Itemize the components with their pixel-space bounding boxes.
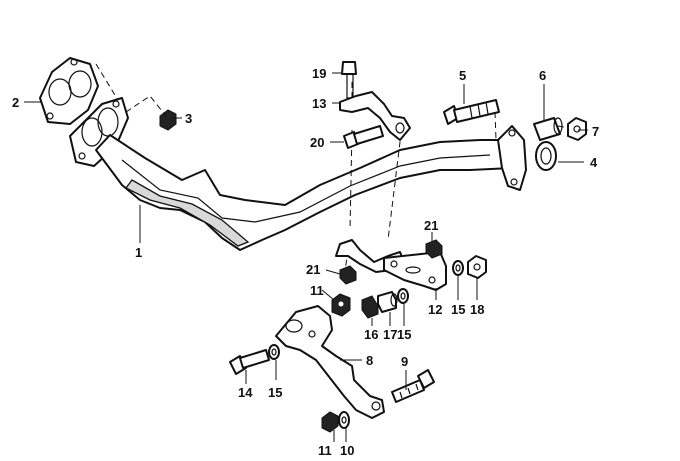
bolt-14-part[interactable]	[229, 349, 270, 375]
callout-21a[interactable]: 21	[424, 218, 438, 233]
callout-2[interactable]: 2	[12, 95, 19, 110]
washer-10-part[interactable]	[338, 411, 350, 429]
gasket-part[interactable]	[39, 57, 99, 125]
nut-11a-part[interactable]	[331, 293, 351, 317]
callout-5[interactable]: 5	[459, 68, 466, 83]
callout-15a[interactable]: 15	[268, 385, 282, 400]
nut-18-part[interactable]	[467, 255, 487, 279]
callout-17[interactable]: 17	[383, 327, 397, 342]
bracket-12-part[interactable]	[383, 251, 447, 291]
leader-lines	[24, 72, 588, 442]
sleeve-6-part[interactable]	[533, 117, 563, 141]
exhaust-pipe-part[interactable]	[95, 134, 513, 251]
bolt-5-part[interactable]	[443, 99, 500, 125]
bolt-19-part[interactable]	[341, 61, 357, 99]
callout-13[interactable]: 13	[312, 96, 326, 111]
callout-15c[interactable]: 15	[451, 302, 465, 317]
callout-4[interactable]: 4	[590, 155, 598, 170]
callout-7[interactable]: 7	[592, 124, 599, 139]
callout-19[interactable]: 19	[312, 66, 326, 81]
callout-20[interactable]: 20	[310, 135, 324, 150]
spacer-16-part[interactable]	[361, 295, 379, 319]
callout-15b[interactable]: 15	[397, 327, 411, 342]
callout-11a[interactable]: 11	[310, 283, 324, 298]
callout-21b[interactable]: 21	[306, 262, 320, 277]
bracket-8-part[interactable]	[275, 305, 385, 419]
nut-11b-part[interactable]	[321, 411, 339, 433]
callout-9[interactable]: 9	[401, 354, 408, 369]
washer-15a-part[interactable]	[268, 344, 280, 360]
rubber-mount-21b-part[interactable]	[339, 265, 357, 285]
bolt-9-part[interactable]	[391, 369, 435, 403]
washer-15c-part[interactable]	[452, 260, 464, 276]
callout-10[interactable]: 10	[340, 443, 354, 458]
bolt-20-part[interactable]	[343, 125, 384, 149]
pipe-flange-rear[interactable]	[497, 125, 527, 191]
spacer-17-part[interactable]	[377, 291, 398, 313]
rubber-mount-21a-part[interactable]	[425, 239, 443, 259]
callout-18[interactable]: 18	[470, 302, 484, 317]
callout-1[interactable]: 1	[135, 245, 142, 260]
nut-3-part[interactable]	[159, 109, 177, 131]
callout-6[interactable]: 6	[539, 68, 546, 83]
sealing-ring-part[interactable]	[535, 141, 557, 171]
callout-8[interactable]: 8	[366, 353, 373, 368]
callout-11b[interactable]: 11	[318, 443, 332, 458]
callout-16[interactable]: 16	[364, 327, 378, 342]
callout-14[interactable]: 14	[238, 385, 253, 400]
clamp-upper-13-part[interactable]	[339, 91, 411, 141]
nut-7-part[interactable]	[567, 117, 587, 141]
washer-15b-part[interactable]	[397, 288, 409, 304]
callout-12[interactable]: 12	[428, 302, 442, 317]
callout-3[interactable]: 3	[185, 111, 192, 126]
